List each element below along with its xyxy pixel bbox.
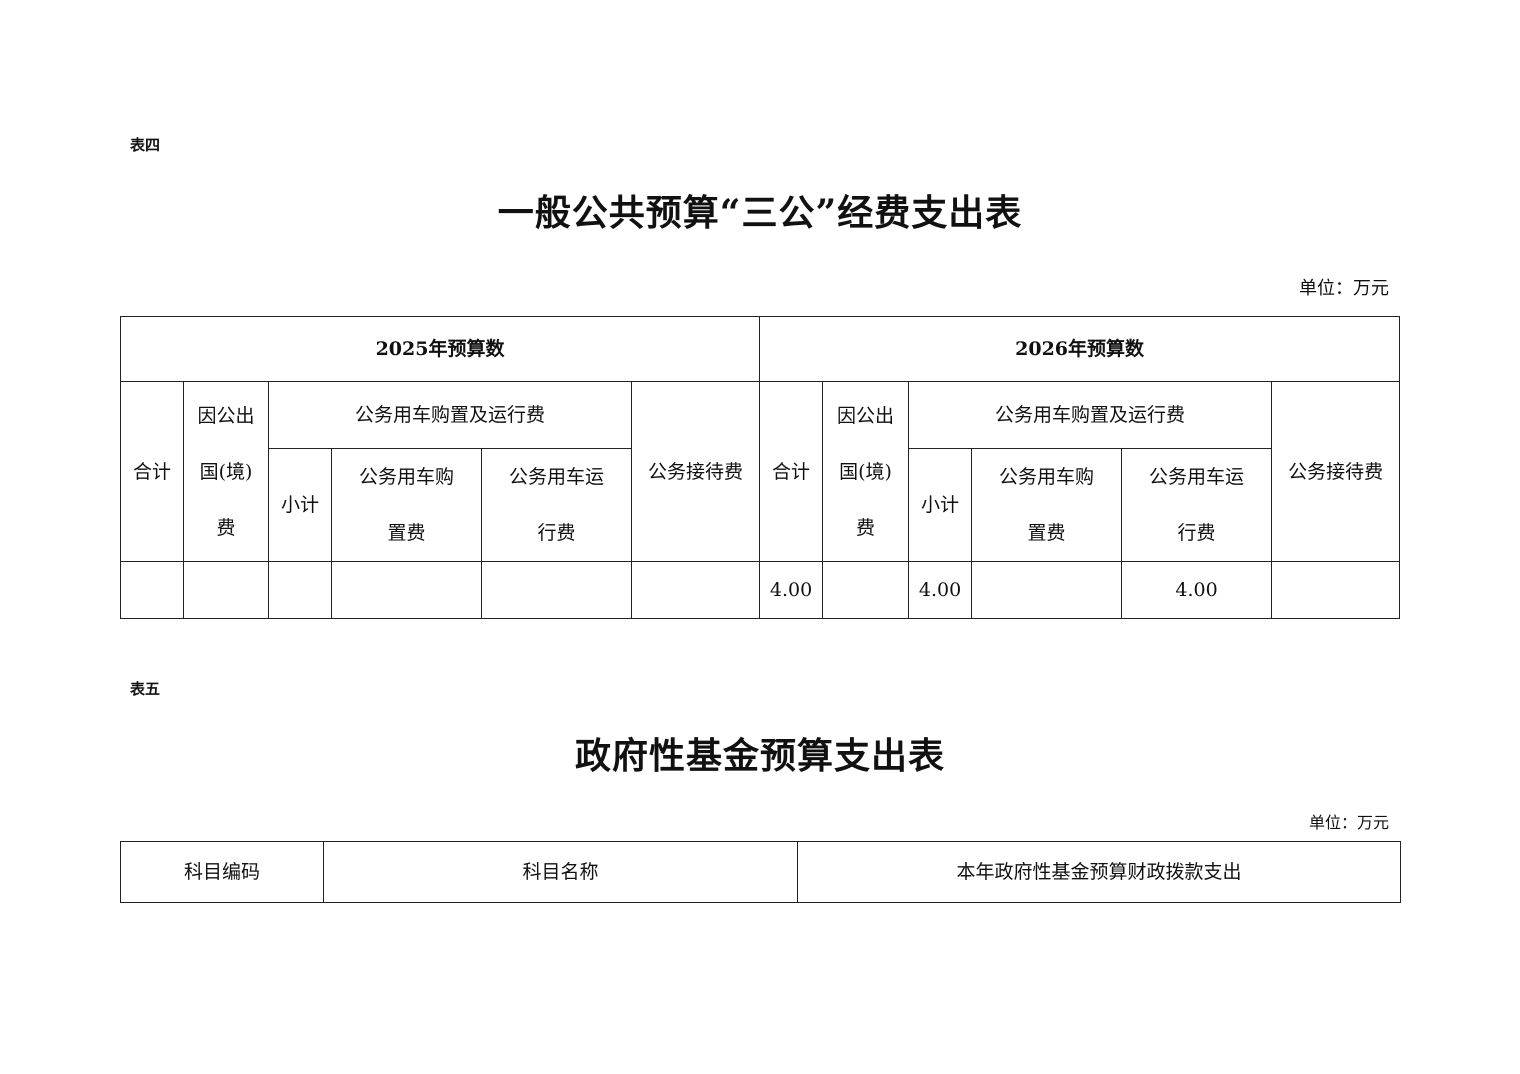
reception-header: 公务接待费 [1271, 381, 1401, 562]
operation-header: 公务用车运 行费 [1121, 448, 1273, 562]
header-line: 公务用车购 [999, 466, 1095, 488]
cell-2025-reception [630, 561, 761, 619]
cell-2025-purchase [331, 561, 482, 619]
header-line: 行费 [1177, 522, 1216, 544]
subject-name-header: 科目名称 [323, 841, 798, 903]
header-line: 公务用车购 [358, 466, 454, 488]
abroad-header: 因公出 国(境) 费 [183, 381, 269, 562]
vehicle-header: 公务用车购置及运行费 [268, 381, 632, 449]
cell-2025-total [120, 561, 184, 619]
total-header: 合计 [759, 381, 824, 562]
three-public-expense-table: 2025年预算数 2026年预算数 合计 因公出 国(境) 费 公务用车购置及运… [119, 316, 1401, 619]
purchase-header: 公务用车购 置费 [331, 448, 482, 562]
operation-header: 公务用车运 行费 [481, 448, 632, 562]
total-header: 合计 [120, 381, 184, 562]
header-line: 国(境) [199, 460, 253, 483]
header-line: 公务用车运 [1149, 466, 1245, 488]
table4-label: 表四 [130, 136, 161, 154]
header-line: 费 [216, 516, 236, 539]
subtotal-header: 小计 [268, 448, 332, 562]
header-line: 因公出 [837, 404, 895, 427]
table-row: 4.00 4.00 4.00 [120, 561, 1401, 619]
reception-header: 公务接待费 [630, 381, 761, 562]
cell-2025-operation [481, 561, 632, 619]
vehicle-header: 公务用车购置及运行费 [908, 381, 1273, 449]
header-line: 国(境) [839, 460, 892, 483]
purchase-header: 公务用车购 置费 [971, 448, 1123, 562]
header-line: 费 [856, 516, 876, 539]
government-fund-table: 科目编码 科目名称 本年政府性基金预算财政拨款支出 [120, 841, 1401, 903]
cell-2026-total: 4.00 [759, 561, 824, 619]
abroad-header: 因公出 国(境) 费 [822, 381, 910, 562]
cell-2025-abroad [183, 561, 269, 619]
subject-code-header: 科目编码 [120, 841, 324, 903]
cell-2026-purchase [971, 561, 1123, 619]
table5-title: 政府性基金预算支出表 [574, 735, 945, 777]
header-line: 因公出 [197, 404, 255, 427]
cell-2025-subtotal [268, 561, 332, 619]
table5-label: 表五 [130, 680, 161, 698]
header-line: 公务用车运 [508, 466, 604, 488]
table5-unit: 单位：万元 [1308, 813, 1389, 832]
subtotal-header: 小计 [908, 448, 973, 562]
fund-expense-header: 本年政府性基金预算财政拨款支出 [797, 841, 1401, 903]
cell-2026-subtotal: 4.00 [908, 561, 973, 619]
header-line: 置费 [1027, 522, 1066, 544]
year-2026-header: 2026年预算数 [759, 316, 1401, 382]
table4-unit: 单位：万元 [1299, 278, 1389, 299]
year-2025-header: 2025年预算数 [119, 316, 761, 382]
cell-2026-reception [1271, 561, 1401, 619]
header-line: 置费 [387, 522, 426, 544]
cell-2026-operation: 4.00 [1121, 561, 1273, 619]
table4-title: 一般公共预算“三公”经费支出表 [497, 192, 1023, 234]
header-line: 行费 [537, 522, 576, 544]
cell-2026-abroad [822, 561, 910, 619]
